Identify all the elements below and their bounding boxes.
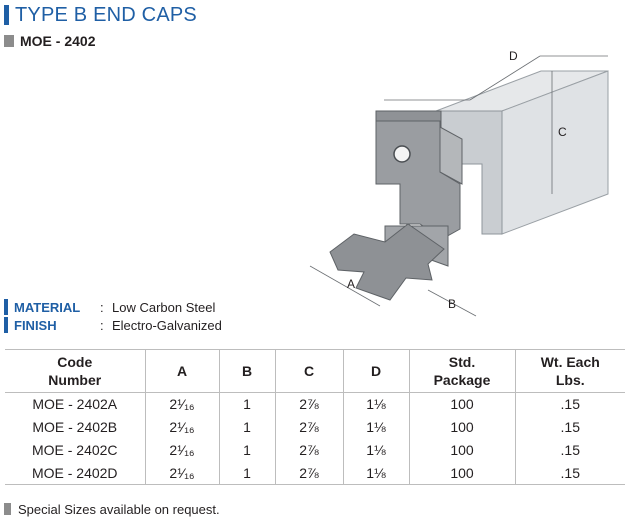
table-row: MOE - 2402A 2¹⁄₁₆ 1 2⅞ 1⅛ 100 .15 [5,392,625,416]
end-cap-base-plate [329,223,445,301]
cell-code: MOE - 2402D [5,461,145,485]
cell-package: 100 [408,461,515,485]
column-header-a: A [144,349,219,393]
title-text: TYPE B END CAPS [15,3,197,26]
table-row: MOE - 2402B 2¹⁄₁₆ 1 2⅞ 1⅛ 100 .15 [5,415,625,439]
cell-weight: .15 [514,438,625,462]
dimension-label-a: A [347,277,355,291]
cell-b: 1 [218,392,275,416]
spec-accent-bar [4,317,8,333]
cell-code: MOE - 2402A [32,396,118,413]
spec-accent-bar [4,299,8,315]
cell-a: 2¹⁄₁₆ [144,415,219,439]
column-header-d: D [342,349,409,393]
table-row: MOE - 2402C 2¹⁄₁₆ 1 2⅞ 1⅛ 100 .15 [5,438,625,462]
subtitle-text: MOE - 2402 [20,33,96,49]
cell-code: MOE - 2402C [31,442,118,458]
spec-separator: : [100,317,104,333]
column-header-b: B [218,349,275,393]
cell-b: 1 [218,461,275,485]
cell-weight: .15 [514,461,625,485]
spec-finish: FINISH : Electro-Galvanized [4,316,222,334]
title-accent-bar [4,5,9,25]
dimension-lines [309,55,608,317]
end-cap-illustration: D C A B [309,49,609,317]
cell-package: 100 [408,438,515,462]
spec-value: Electro-Galvanized [112,317,222,333]
spec-label: FINISH [14,317,57,333]
footnote-text: Special Sizes available on request. [18,501,220,517]
cell-code: MOE - 2402B [32,419,118,435]
cell-weight: .15 [514,415,625,439]
footnote-marker [4,503,11,515]
cell-d: 1⅛ [342,438,409,462]
cell-package: 100 [408,415,515,439]
cell-c: 2⅞ [274,415,343,439]
cell-b: 1 [218,415,275,439]
table-row: MOE - 2402D 2¹⁄₁₆ 1 2⅞ 1⅛ 100 .15 [5,461,625,485]
spec-label: MATERIAL [14,299,81,315]
cell-weight: .15 [514,392,625,416]
cell-d: 1⅛ [342,392,409,416]
footnote: Special Sizes available on request. [4,500,220,518]
cell-a: 2¹⁄₁₆ [144,438,219,462]
spec-separator: : [100,299,104,315]
dimension-label-d: D [509,49,518,63]
cell-d: 1⅛ [342,461,409,485]
end-cap-bolt-hole [393,145,411,163]
subtitle-marker [4,35,14,47]
cell-d: 1⅛ [342,415,409,439]
dimension-label-b: B [448,297,456,311]
cell-c: 2⅞ [274,461,343,485]
cell-a: 2¹⁄₁₆ [144,461,219,485]
cell-c: 2⅞ [274,438,343,462]
cell-b: 1 [218,438,275,462]
cell-package: 100 [408,392,515,416]
part-number-heading: MOE - 2402 [4,32,95,50]
cell-c: 2⅞ [274,392,343,416]
spec-value: Low Carbon Steel [112,299,216,315]
column-header-c: C [274,349,343,393]
end-cap-right-flange [439,126,463,185]
dimension-label-c: C [558,125,567,139]
spec-material: MATERIAL : Low Carbon Steel [4,298,215,316]
cell-a: 2¹⁄₁₆ [144,392,219,416]
page-title: TYPE B END CAPS [4,4,197,26]
column-header-std-package: Std.Package [408,349,515,393]
